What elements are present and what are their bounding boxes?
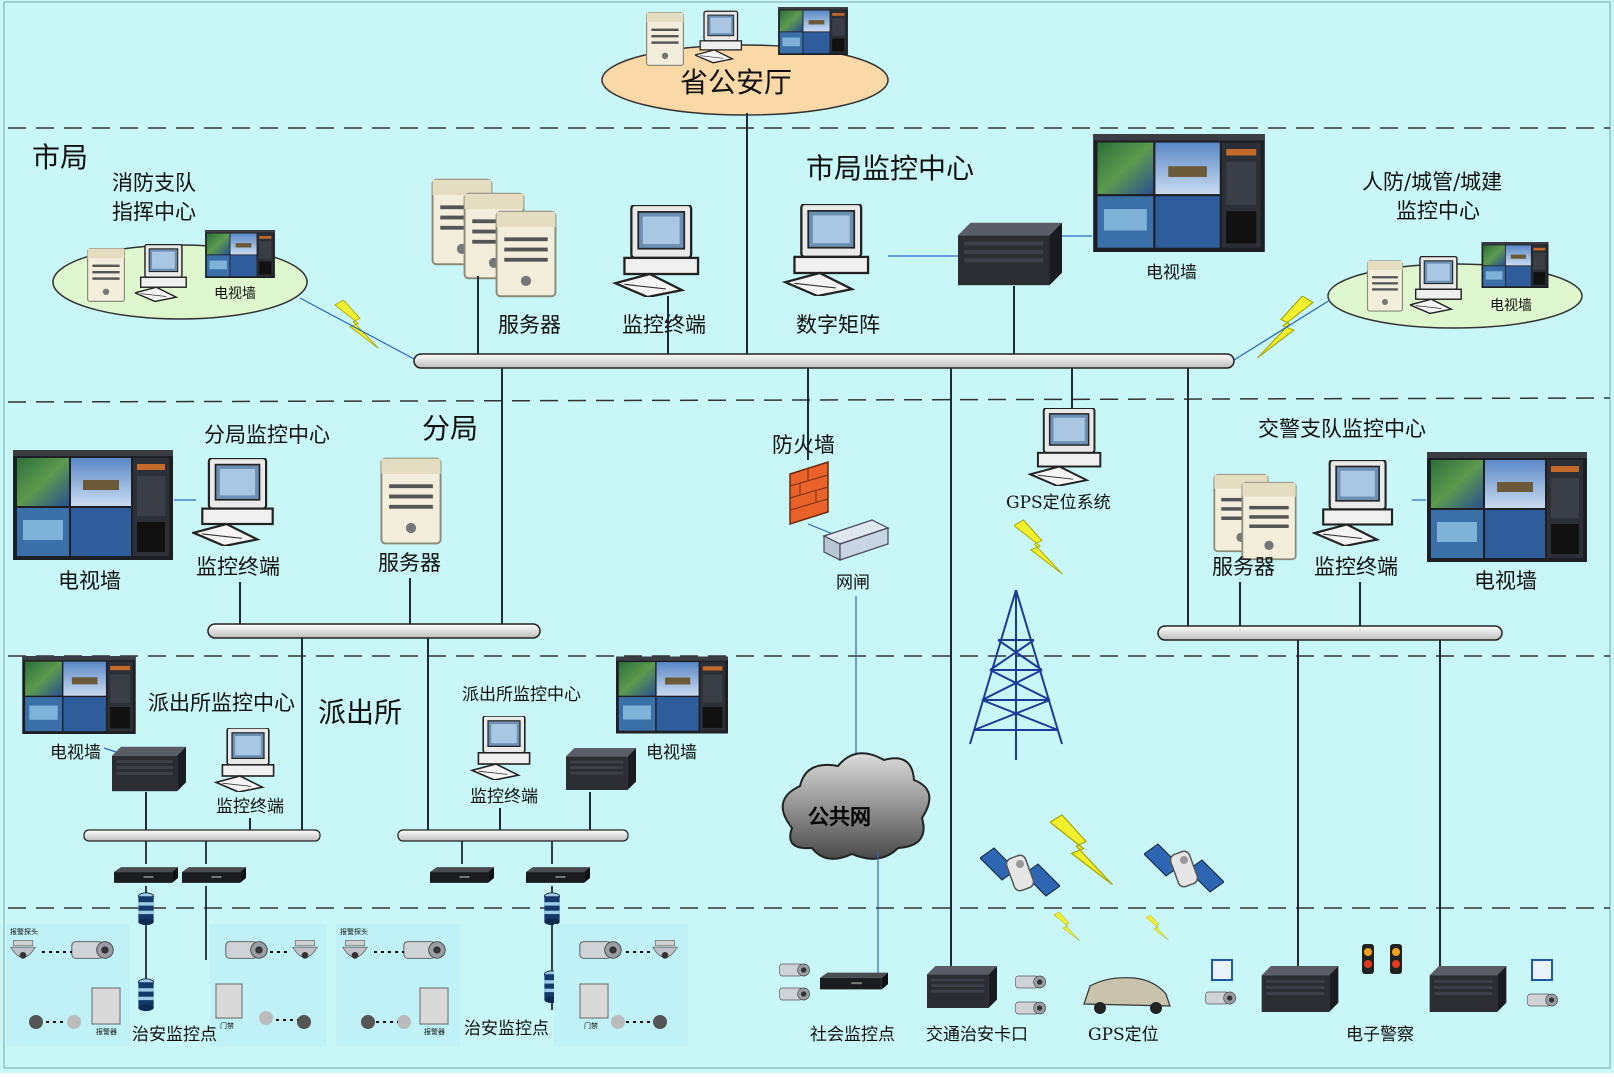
right-station-matrix xyxy=(566,748,636,790)
branch-tv-wall: 电视墙 xyxy=(13,450,173,593)
right-station-bus xyxy=(397,829,629,842)
fire-center-line2: 指挥中心 xyxy=(112,200,196,224)
branch-server-label: 服务器 xyxy=(378,551,441,575)
traffic-terminal: 监控终端 xyxy=(1313,460,1398,579)
city-terminal-label: 监控终端 xyxy=(622,313,706,337)
traffic-bus xyxy=(1157,625,1503,641)
civil-center-line1: 人防/城管/城建 xyxy=(1362,170,1502,194)
public-network-label: 公共网 xyxy=(808,804,871,829)
panel-label: 报警器 xyxy=(96,1027,117,1036)
civil-center-line2: 监控中心 xyxy=(1396,199,1480,223)
firewall-label: 防火墙 xyxy=(772,433,835,457)
traffic-checkpoint-label: 交通治安卡口 xyxy=(926,1025,1028,1045)
tier-label-station: 派出所 xyxy=(318,696,402,729)
left-station-bus xyxy=(83,829,321,842)
panel-label: 报警器 xyxy=(424,1027,445,1036)
social-point-label: 社会监控点 xyxy=(810,1025,895,1045)
right-station-title: 派出所监控中心 xyxy=(462,685,581,705)
tier-label-city: 市局 xyxy=(32,141,88,174)
network-gateway: 网闸 xyxy=(822,519,890,593)
matrix-rack xyxy=(958,222,1062,286)
digital-matrix-label: 数字矩阵 xyxy=(796,313,880,337)
branch-monitor-center-title: 分局监控中心 xyxy=(204,423,330,447)
traffic-servers: 服务器 xyxy=(1212,473,1297,579)
security-point-2-label: 治安监控点 xyxy=(464,1019,549,1039)
traffic-tv-wall: 电视墙 xyxy=(1427,452,1587,593)
transceiver-icon xyxy=(137,978,155,1012)
security-point-1-label: 治安监控点 xyxy=(132,1025,217,1045)
panel-label: 报警探头 xyxy=(10,927,38,936)
provincial-node: 省公安厅 xyxy=(601,7,889,116)
gps-system: GPS定位系统 xyxy=(1006,408,1111,513)
signal-tower-icon xyxy=(969,589,1063,760)
panel-label: 门禁 xyxy=(220,1021,234,1030)
e-police-label: 电子警察 xyxy=(1346,1025,1414,1045)
traffic-checkpoint: 交通治安卡口 xyxy=(926,966,1047,1045)
left-station-terminal-label: 监控终端 xyxy=(216,797,284,817)
left-station-tv-label: 电视墙 xyxy=(50,743,101,763)
left-station-tv-wall: 电视墙 xyxy=(22,656,136,763)
public-network-cloud: 公共网 xyxy=(781,752,931,860)
traffic-terminal-label: 监控终端 xyxy=(1314,555,1398,579)
left-station-terminal: 监控终端 xyxy=(215,728,284,817)
branch-terminal-label: 监控终端 xyxy=(196,555,280,579)
city-monitor-center-title: 市局监控中心 xyxy=(806,152,974,185)
right-station-terminal-label: 监控终端 xyxy=(470,787,538,807)
city-servers: 服务器 xyxy=(431,178,561,337)
branch-terminal: 监控终端 xyxy=(192,458,280,579)
branch-server: 服务器 xyxy=(378,457,442,575)
branch-bus xyxy=(207,623,541,639)
tier-label-branch: 分局 xyxy=(422,412,478,445)
digital-matrix: 数字矩阵 xyxy=(784,204,880,337)
electronic-police: 电子警察 xyxy=(1205,944,1559,1045)
left-station-matrix xyxy=(112,746,186,792)
branch-tv-wall-label: 电视墙 xyxy=(58,569,121,593)
social-monitoring-point: 社会监控点 xyxy=(779,963,895,1045)
security-panel-left: 报警探头 报警器 门禁 xyxy=(6,924,326,1046)
security-panel-right: 报警探头 报警器 门禁 xyxy=(336,924,688,1046)
civil-tv-wall-label: 电视墙 xyxy=(1490,298,1532,314)
city-tv-wall-label: 电视墙 xyxy=(1146,263,1197,283)
traffic-server-label: 服务器 xyxy=(1212,555,1275,579)
traffic-tv-wall-label: 电视墙 xyxy=(1474,569,1537,593)
panel-label: 门禁 xyxy=(584,1021,598,1030)
city-server-label: 服务器 xyxy=(498,313,561,337)
fire-tv-wall-label: 电视墙 xyxy=(214,286,256,302)
city-backbone-bus xyxy=(413,353,1235,369)
traffic-center-title: 交警支队监控中心 xyxy=(1258,417,1426,441)
firewall: 防火墙 xyxy=(772,433,835,526)
gps-system-label: GPS定位系统 xyxy=(1006,493,1111,513)
right-station-tv-wall: 电视墙 xyxy=(616,656,728,763)
fire-brigade-center: 消防支队 指挥中心 电视墙 xyxy=(52,171,308,320)
left-station-title: 派出所监控中心 xyxy=(148,691,295,715)
gateway-label: 网闸 xyxy=(836,573,870,593)
fire-center-line1: 消防支队 xyxy=(112,171,196,195)
right-station-tv-label: 电视墙 xyxy=(646,743,697,763)
civil-defense-center: 人防/城管/城建 监控中心 电视墙 xyxy=(1327,170,1583,329)
right-station-terminal: 监控终端 xyxy=(470,716,538,807)
city-terminal: 监控终端 xyxy=(614,205,706,337)
panel-label: 报警探头 xyxy=(340,927,368,936)
gps-positioning-label: GPS定位 xyxy=(1088,1025,1159,1045)
transceiver-icon xyxy=(137,892,155,926)
gps-vehicle: GPS定位 xyxy=(1083,977,1171,1045)
city-tv-wall: 电视墙 xyxy=(1093,134,1265,283)
transceiver-icon xyxy=(543,892,561,926)
provincial-label: 省公安厅 xyxy=(680,66,792,99)
